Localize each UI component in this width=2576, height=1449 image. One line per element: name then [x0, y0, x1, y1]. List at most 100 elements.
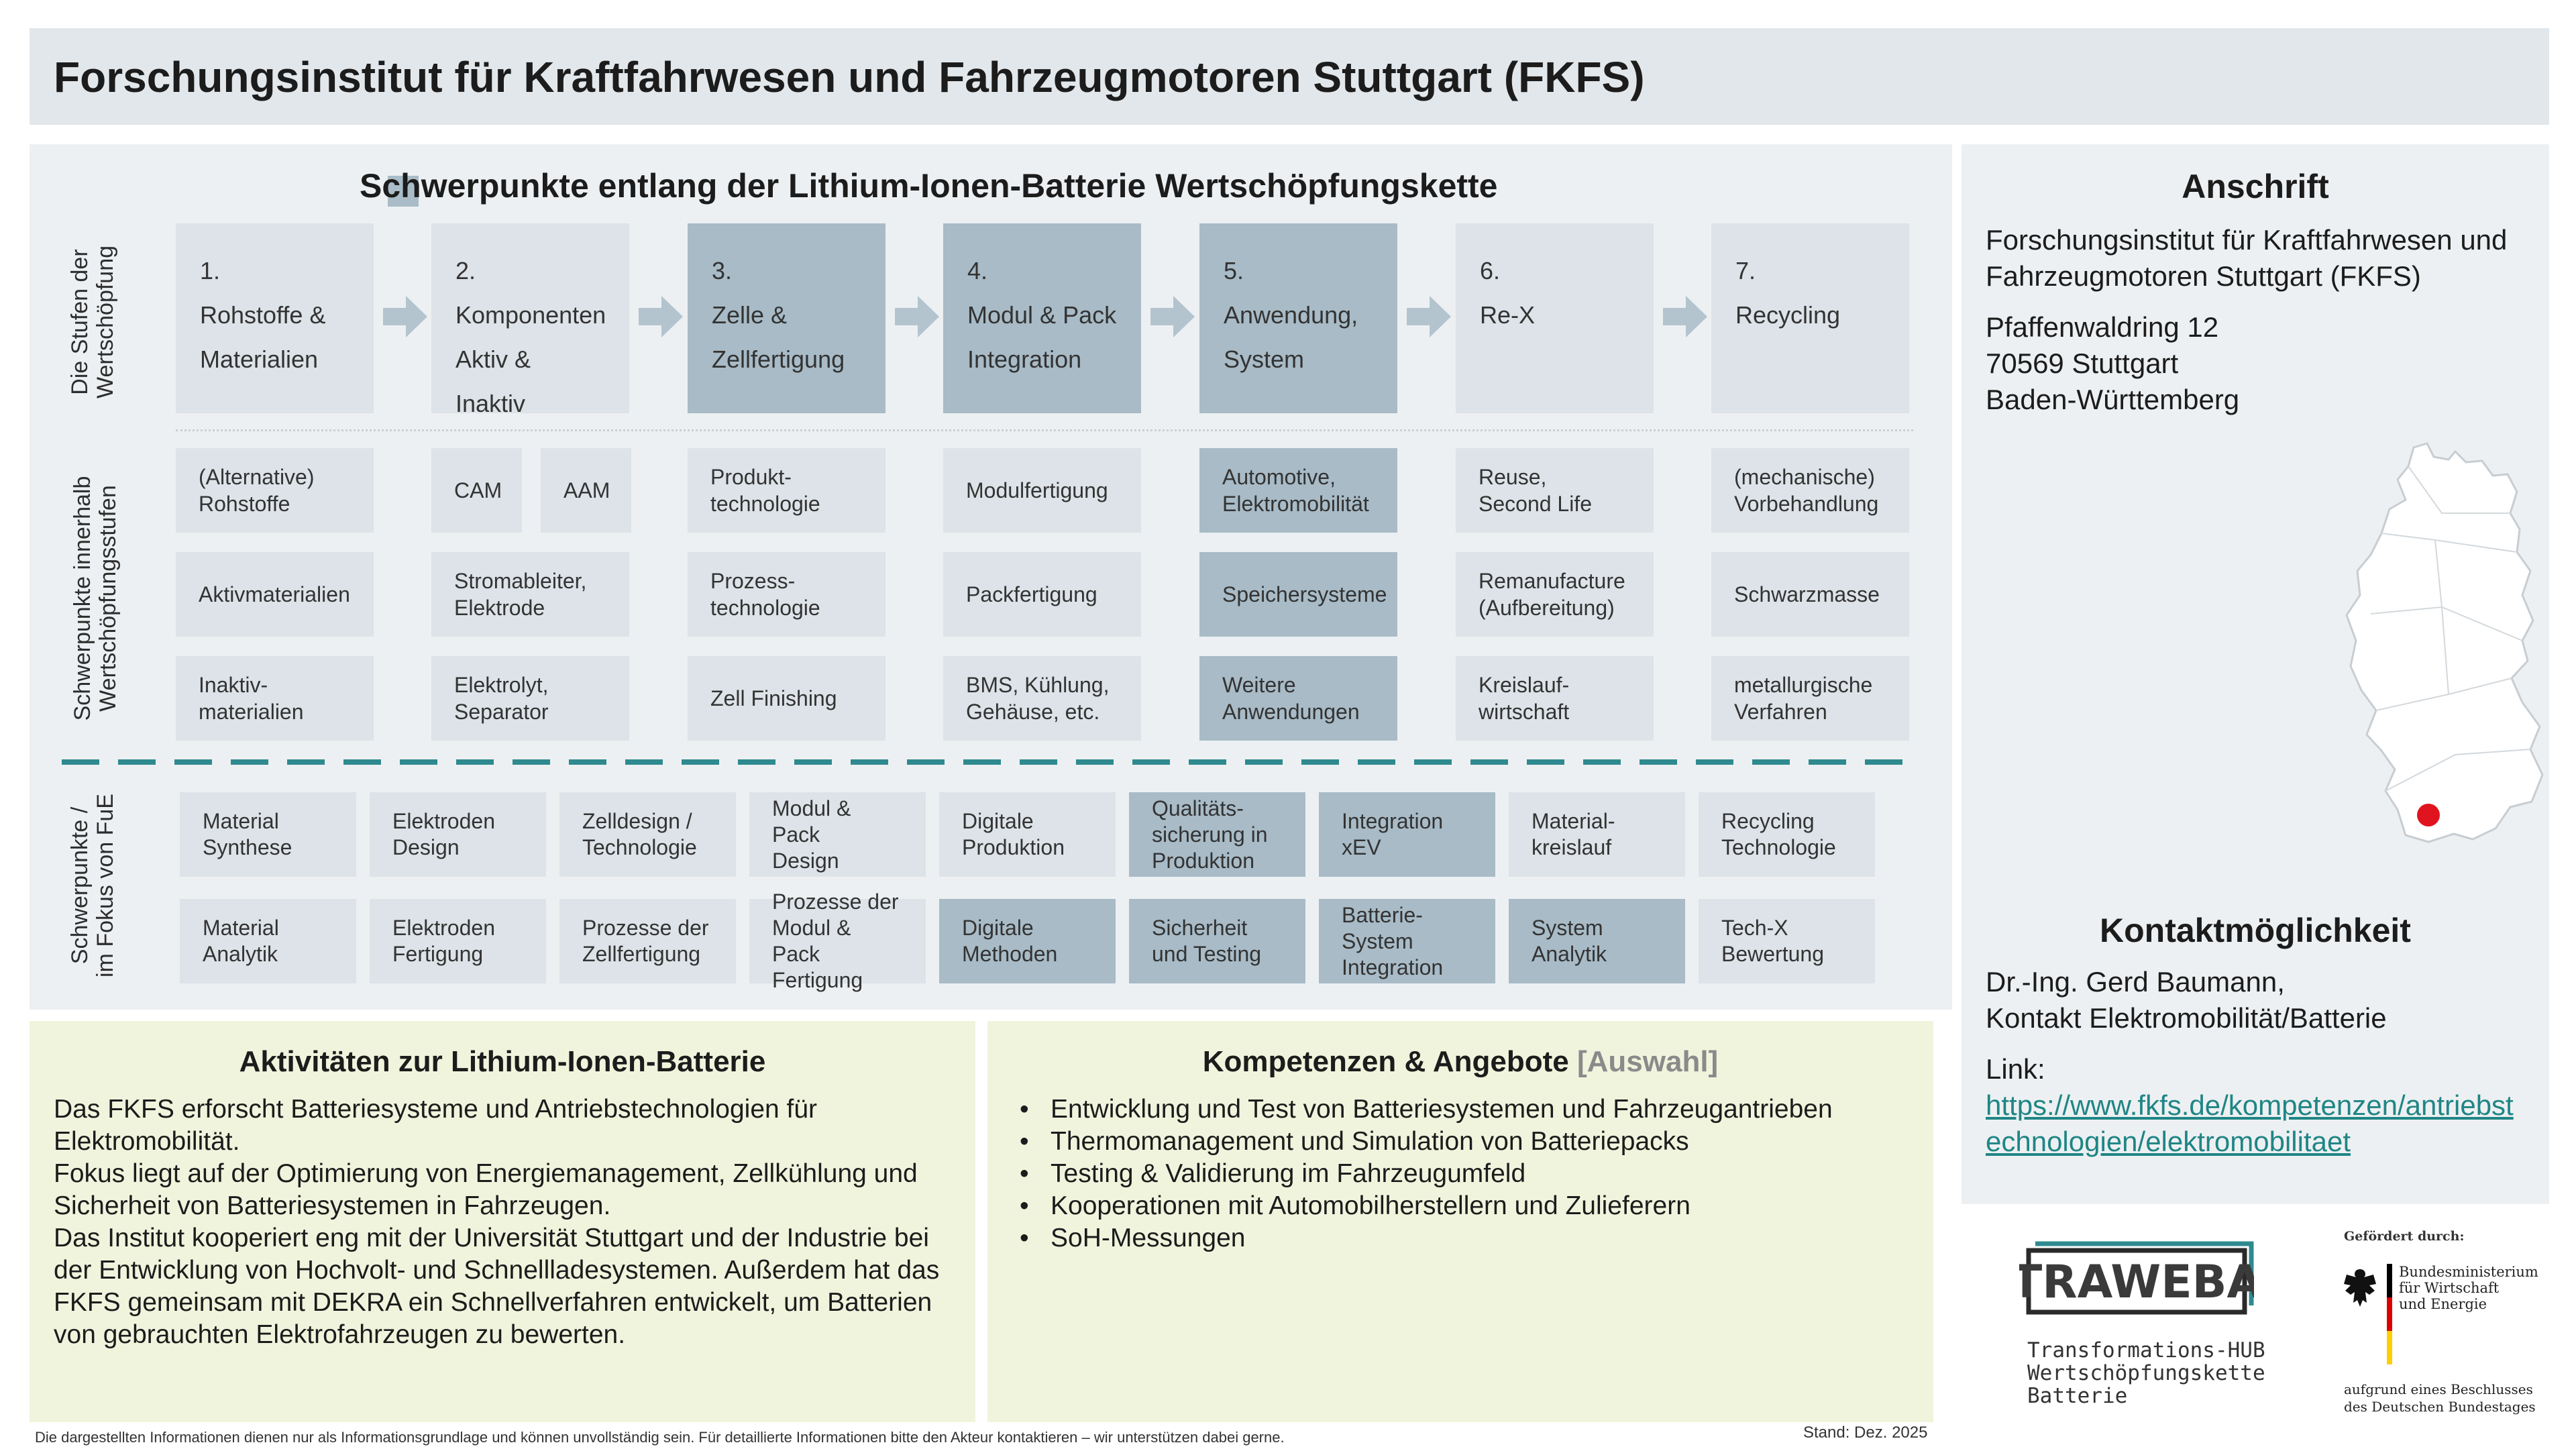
focus-cell: Speichersysteme [1199, 552, 1397, 637]
stage-num: 7. [1735, 257, 1756, 284]
traweba-logo-icon: TRAWEBA [2019, 1241, 2254, 1315]
activities-panel: Aktivitäten zur Lithium-Ionen-Batterie D… [30, 1021, 975, 1422]
stage-box-6: 6. Re-X [1456, 223, 1654, 413]
focus-cell: Schwarzmasse [1711, 552, 1909, 637]
focus-cell: Prozess-technologie [688, 552, 885, 637]
offers-heading: Kompetenzen & Angebote [Auswahl] [1202, 1045, 1719, 1078]
address-panel: Anschrift Forschungsinstitut für Kraftfa… [1962, 144, 2549, 1204]
fue-cell: Material-kreislauf [1509, 792, 1685, 877]
stage-line1: Komponenten [455, 301, 606, 329]
focus-cell: Automotive,Elektromobilität [1199, 448, 1397, 533]
value-chain-heading: Schwerpunkte entlang der Lithium-Ionen-B… [360, 167, 1498, 205]
fue-cell: Zelldesign /Technologie [559, 792, 736, 877]
stage-arrow-icon [1663, 293, 1707, 340]
stage-line2 [1735, 337, 1885, 382]
focus-cell: Packfertigung [943, 552, 1141, 637]
stage-line1: Rohstoffe & [200, 301, 326, 329]
stage-num: 5. [1224, 257, 1244, 284]
focus-cell: Modulfertigung [943, 448, 1141, 533]
title-bar: Forschungsinstitut für Kraftfahrwesen un… [30, 28, 2549, 125]
dotted-divider [176, 429, 1913, 431]
germany-map-icon [2345, 442, 2544, 843]
footer-date: Stand: Dez. 2025 [1803, 1424, 1928, 1442]
traweba-logo-text: TRAWEBA [2019, 1256, 2254, 1309]
focus-cell: (mechanische)Vorbehandlung [1711, 448, 1909, 533]
activities-text: Das FKFS erforscht Batteriesysteme und A… [54, 1095, 940, 1349]
stage-num: 4. [967, 257, 988, 284]
address-name: Forschungsinstitut für Kraftfahrwesen un… [1986, 224, 2508, 292]
stage-num: 2. [455, 257, 476, 284]
contact-heading: Kontaktmöglichkeit [2100, 912, 2411, 949]
stage-line1: Recycling [1735, 301, 1841, 329]
offer-item: Testing & Validierung im Fahrzeugumfeld [1012, 1158, 1833, 1190]
focus-cell: Elektrolyt,Separator [431, 656, 629, 741]
activities-heading: Aktivitäten zur Lithium-Ionen-Batterie [239, 1045, 766, 1078]
location-marker-icon [2417, 804, 2440, 826]
focus-cell: Reuse,Second Life [1456, 448, 1654, 533]
offers-list: Entwicklung und Test von Batteriesysteme… [1012, 1093, 1833, 1254]
page-title: Forschungsinstitut für Kraftfahrwesen un… [54, 53, 1645, 101]
contact-link[interactable]: https://www.fkfs.de/kompetenzen/antriebs… [1986, 1089, 2514, 1157]
side-label-fue: Schwerpunkte /im Fokus von FuE [67, 794, 118, 977]
focus-cell: CAM [431, 448, 522, 533]
stage-arrow-icon [1407, 293, 1451, 340]
stage-line2: Aktiv & Inaktiv [455, 345, 531, 417]
focus-cell: AAM [541, 448, 631, 533]
focus-cell: Zell Finishing [688, 656, 885, 741]
focus-cell: Stromableiter,Elektrode [431, 552, 629, 637]
stage-line1: Anwendung, [1224, 301, 1358, 329]
stage-box-5: 5.Anwendung,System [1199, 223, 1397, 413]
stage-num: 3. [712, 257, 733, 284]
dashed-divider [62, 759, 1913, 765]
offer-item: Kooperationen mit Automobilherstellern u… [1012, 1190, 1833, 1222]
contact-role: Kontakt Elektromobilität/Batterie [1986, 1002, 2387, 1034]
stage-line1: Re-X [1480, 301, 1536, 329]
stage-num: 6. [1480, 257, 1501, 284]
german-flag-stripe-icon [2387, 1264, 2392, 1364]
stage-arrow-icon [639, 293, 683, 340]
address-state: Baden-Württemberg [1986, 384, 2240, 415]
stage-line2 [1480, 337, 1629, 382]
address-street: Pfaffenwaldring 12 [1986, 311, 2219, 343]
offer-item: Thermomanagement und Simulation von Batt… [1012, 1126, 1833, 1158]
footer-disclaimer: Die dargestellten Informationen dienen n… [35, 1429, 1285, 1446]
focus-cell: (Alternative)Rohstoffe [176, 448, 374, 533]
stage-box-7: 7. Recycling [1711, 223, 1909, 413]
stage-line1: Modul & Pack [967, 301, 1117, 329]
focus-cell: BMS, Kühlung,Gehäuse, etc. [943, 656, 1141, 741]
stage-num: 1. [200, 257, 221, 284]
focus-cell: Inaktiv-materialien [176, 656, 374, 741]
stage-box-3: 3. Zelle & Zellfertigung [688, 223, 885, 413]
address-city: 70569 Stuttgart [1986, 347, 2179, 379]
stage-line2: Integration [967, 345, 1082, 373]
offer-item: Entwicklung und Test von Batteriesysteme… [1012, 1093, 1833, 1126]
stage-line1: Zelle & [712, 301, 788, 329]
focus-cell: Remanufacture(Aufbereitung) [1456, 552, 1654, 637]
stage-line2: Zellfertigung [712, 345, 845, 373]
stage-arrow-icon [1150, 293, 1195, 340]
contact-person: Dr.-Ing. Gerd Baumann, [1986, 966, 2285, 998]
stage-arrow-icon [895, 293, 939, 340]
address-heading: Anschrift [2182, 168, 2329, 205]
